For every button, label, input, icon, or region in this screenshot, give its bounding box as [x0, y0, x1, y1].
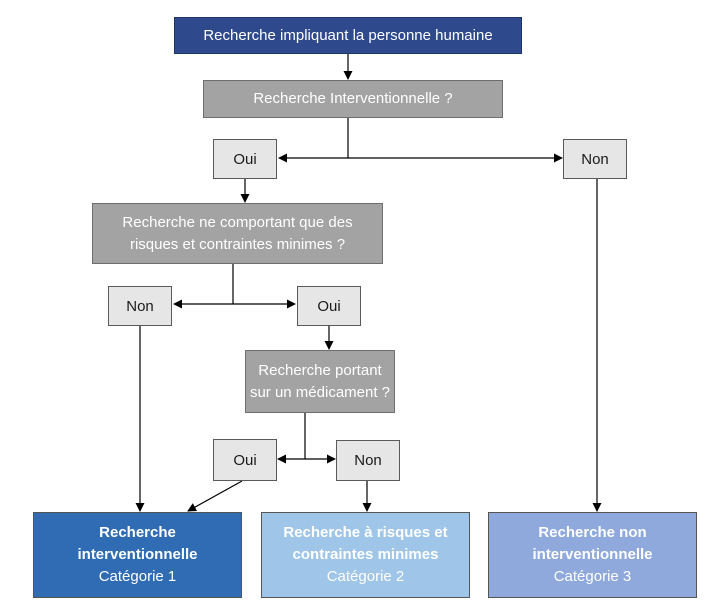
answer-q3-oui-label: Oui	[233, 451, 257, 469]
arrow-q3oui-to-cat1	[187, 480, 243, 512]
category-1-node: Recherche interventionnelle Catégorie 1	[33, 512, 242, 598]
question-medicament-line2: sur un médicament ?	[249, 383, 391, 401]
question-interventionnelle: Recherche Interventionnelle ?	[203, 80, 503, 118]
question-risques-minimes: Recherche ne comportant que des risques …	[92, 203, 383, 264]
category-3-node: Recherche non interventionnelle Catégori…	[488, 512, 697, 598]
category-1-title-line2: interventionnelle	[77, 546, 198, 563]
category-3-title-line1: Recherche non	[538, 524, 647, 541]
question-risques-line1: Recherche ne comportant que des	[122, 213, 353, 231]
answer-q3-non-label: Non	[354, 452, 382, 469]
answer-q1-oui: Oui	[213, 139, 277, 179]
root-node: Recherche impliquant la personne humaine	[174, 17, 522, 54]
answer-q1-non-label: Non	[581, 150, 609, 168]
answer-q1-non: Non	[563, 139, 627, 179]
question-interventionnelle-label: Recherche Interventionnelle ?	[253, 90, 453, 107]
answer-q2-non-label: Non	[126, 297, 154, 315]
answer-q1-oui-label: Oui	[233, 150, 257, 168]
category-3-subtitle: Catégorie 3	[553, 568, 632, 585]
category-1-title-line1: Recherche	[99, 524, 176, 541]
answer-q2-oui: Oui	[297, 286, 361, 326]
question-medicament: Recherche portant sur un médicament ?	[245, 350, 395, 413]
answer-q3-oui: Oui	[213, 439, 277, 481]
category-2-node: Recherche à risques et contraintes minim…	[261, 512, 470, 598]
category-3-title-line2: interventionnelle	[532, 546, 653, 563]
question-medicament-line1: Recherche portant	[258, 361, 382, 379]
category-2-subtitle: Catégorie 2	[326, 568, 405, 585]
answer-q2-non: Non	[108, 286, 172, 326]
answer-q3-non: Non	[336, 440, 400, 481]
category-2-title-line2: contraintes minimes	[292, 546, 439, 563]
category-1-subtitle: Catégorie 1	[98, 568, 177, 585]
root-node-label: Recherche impliquant la personne humaine	[203, 27, 493, 44]
category-2-title-line1: Recherche à risques et	[283, 524, 448, 541]
question-risques-line2: risques et contraintes minimes ?	[129, 235, 346, 253]
answer-q2-oui-label: Oui	[317, 297, 341, 315]
